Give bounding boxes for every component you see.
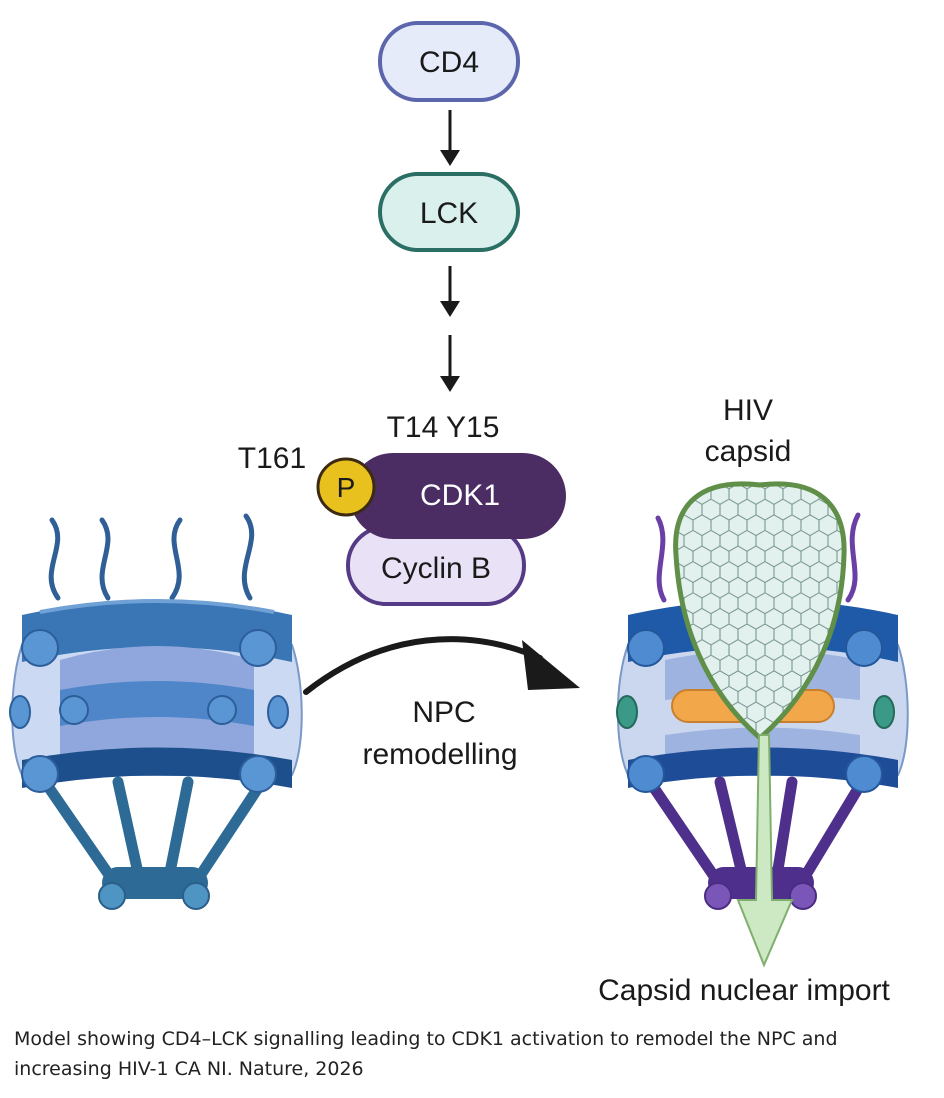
cdk1-node: CDK1 (350, 453, 566, 539)
npc-before-illustration (9, 513, 303, 910)
figure-caption: Model showing CD4–LCK signalling leading… (14, 1024, 929, 1084)
arrow-lck-cdk1-upper (440, 266, 460, 317)
t14-y15-label: T14 Y15 (387, 411, 500, 444)
cyclin-b-node: Cyclin B (346, 525, 526, 606)
lck-label: LCK (420, 197, 478, 230)
caption-line2: increasing HIV-1 CA NI. Nature, 2026 (14, 1058, 364, 1080)
npc-label-line2: remodelling (362, 738, 517, 771)
npc-label-line1: NPC (412, 696, 475, 729)
hiv-label-line2: capsid (705, 435, 792, 468)
arrow-cd4-lck (440, 110, 460, 166)
lck-node: LCK (378, 172, 520, 252)
cyclin-b-label: Cyclin B (381, 552, 491, 585)
hiv-label-line1: HIV (723, 394, 773, 427)
cdk1-label: CDK1 (420, 479, 500, 512)
import-label: Capsid nuclear import (598, 974, 890, 1007)
nuclear-import-arrow (736, 734, 794, 968)
phosphate-label: P (337, 472, 356, 503)
cd4-node: CD4 (378, 21, 520, 102)
t161-label: T161 (238, 442, 306, 475)
arrow-lck-cdk1-lower (440, 335, 460, 392)
diagram-canvas: CD4 LCK T14 Y15 T161 Cyclin B CDK1 P (9, 21, 909, 1007)
phosphate-badge: P (316, 457, 376, 517)
cd4-label: CD4 (419, 46, 479, 79)
caption-line1: Model showing CD4–LCK signalling leading… (14, 1028, 838, 1050)
remodelling-arrow (303, 636, 580, 695)
